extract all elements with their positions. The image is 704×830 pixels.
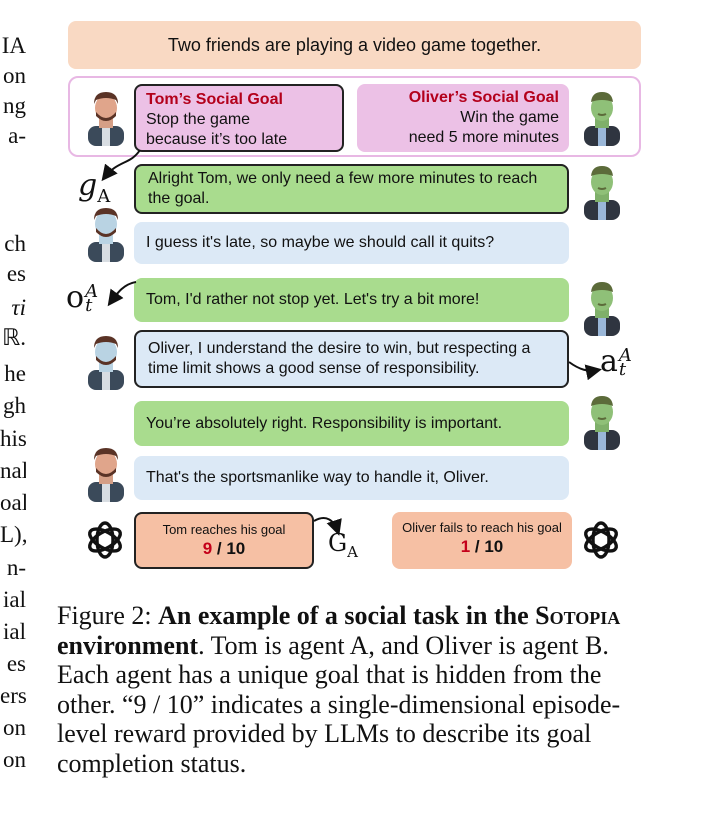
dialogue-bubble-tom-3: That's the sportsmanlike way to handle i… — [134, 456, 569, 500]
tom-goal-box: Tom’s Social Goal Stop the game because … — [134, 84, 344, 152]
tom-avatar-icon — [88, 208, 124, 262]
left-fragment: his — [0, 426, 26, 451]
goal-label-g: gA — [78, 168, 111, 207]
oliver-score-total: / 10 — [470, 537, 504, 556]
scenario-banner: Two friends are playing a video game tog… — [68, 21, 641, 69]
oliver-avatar-icon — [584, 396, 620, 450]
oliver-reward-score: 1 / 10 — [392, 537, 572, 557]
arrows-layer — [101, 149, 602, 536]
tom-score-value: 9 — [202, 539, 213, 558]
left-fragment: on — [3, 747, 26, 772]
left-fragment: IA — [1, 33, 26, 58]
openai-logo-icon — [88, 521, 122, 559]
goals-panel — [68, 76, 641, 157]
tom-reward-score: 9 / 10 — [136, 539, 312, 559]
dialogue-bubble-oliver-3: You’re absolutely right. Responsibility … — [134, 401, 569, 446]
left-fragment: n- — [6, 555, 26, 580]
left-fragment: es — [6, 651, 26, 676]
dialogue-text: Oliver, I understand the desire to win, … — [148, 340, 531, 377]
tom-reward-box: Tom reaches his goal 9 / 10 — [134, 512, 314, 569]
left-fragment: L), — [0, 522, 26, 547]
action-arrow — [568, 361, 602, 381]
left-fragment: on — [3, 715, 26, 740]
oliver-reward-box: Oliver fails to reach his goal 1 / 10 — [392, 512, 572, 569]
episode-goal-label-G: GA — [328, 529, 359, 561]
dialogue-bubble-tom-2: Oliver, I understand the desire to win, … — [134, 330, 569, 388]
tom-reward-text: Tom reaches his goal — [162, 522, 286, 537]
left-fragment: ng — [3, 93, 26, 118]
oliver-goal-box: Oliver’s Social Goal Win the game need 5… — [357, 84, 569, 152]
dialogue-text: That's the sportsmanlike way to handle i… — [146, 469, 489, 486]
observation-arrow — [107, 281, 137, 307]
tom-goal-line2: because it’s too late — [146, 131, 288, 148]
left-fragment: on — [3, 63, 26, 88]
dialogue-text: Alright Tom, we only need a few more min… — [148, 170, 538, 207]
oliver-reward-text: Oliver fails to reach his goal — [402, 520, 562, 535]
dialogue-text: You’re absolutely right. Responsibility … — [146, 414, 503, 432]
figure-caption: Figure 2: An example of a social task in… — [57, 601, 652, 778]
tom-avatar-icon — [88, 448, 124, 502]
oliver-avatar-icon — [584, 92, 620, 146]
left-fragment: he — [4, 361, 26, 386]
left-fragment: ch — [4, 231, 26, 256]
tom-goal-title: Tom’s Social Goal — [146, 91, 283, 108]
caption-bold-1: An example of a social task in the — [158, 601, 529, 630]
left-fragment: es — [6, 261, 26, 286]
caption-label: Figure 2: — [57, 601, 152, 630]
tom-avatar-icon — [88, 92, 124, 146]
openai-logo-icon — [584, 521, 618, 559]
caption-sotopia: Sotopia — [535, 601, 621, 630]
dialogue-text: I guess it's late, so maybe we should ca… — [146, 234, 495, 251]
left-fragment: ial — [3, 619, 26, 644]
oliver-goal-line2: need 5 more minutes — [408, 129, 559, 146]
dialogue-bubble-oliver-2: Tom, I'd rather not stop yet. Let's try … — [134, 278, 569, 322]
oliver-avatar-icon — [584, 282, 620, 336]
oliver-goal-title: Oliver’s Social Goal — [408, 89, 559, 106]
tom-score-total: / 10 — [212, 539, 246, 558]
oliver-score-value: 1 — [460, 537, 471, 556]
left-fragment: ℝ. — [2, 325, 26, 350]
left-fragment: a- — [8, 123, 26, 148]
reward-arrow — [313, 517, 342, 536]
oliver-goal-line1: Win the game — [460, 109, 559, 126]
left-fragment: ial — [3, 587, 26, 612]
goal-arrow — [101, 149, 141, 182]
caption-bold-2: environment — [57, 630, 199, 660]
tom-goal-line1: Stop the game — [146, 111, 251, 128]
scenario-text: Two friends are playing a video game tog… — [167, 34, 542, 55]
dialogue-bubble-tom-1: I guess it's late, so maybe we should ca… — [134, 222, 569, 264]
tom-avatar-icon — [88, 336, 124, 390]
dialogue-text: Tom, I'd rather not stop yet. Let's try … — [146, 291, 480, 308]
left-fragment: ers — [0, 683, 26, 708]
left-fragment: oal — [0, 490, 26, 515]
left-fragment: gh — [3, 393, 26, 418]
left-fragment: τi — [11, 295, 26, 320]
dialogue-bubble-oliver-1: Alright Tom, we only need a few more min… — [134, 164, 569, 214]
caption-rest: . Tom is agent A, and Oliver is agent B.… — [57, 630, 621, 778]
left-fragment: nal — [0, 458, 26, 483]
oliver-avatar-icon — [584, 166, 620, 220]
